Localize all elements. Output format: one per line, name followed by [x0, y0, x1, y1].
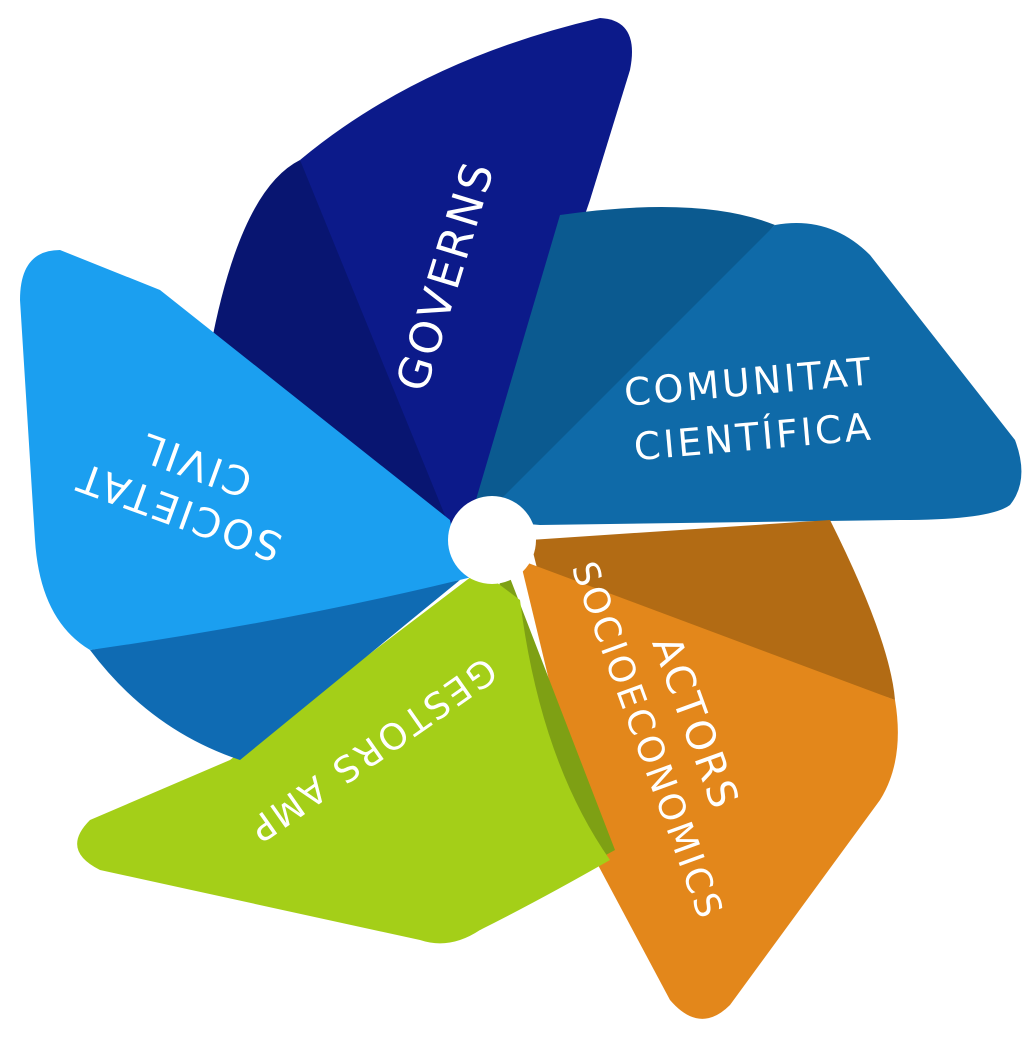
blade-governs-body	[300, 18, 632, 540]
blade-gestors-amp-body	[77, 570, 611, 944]
blade-societat-civil	[20, 250, 480, 760]
blade-comunitat-cientifica-shade	[470, 207, 775, 520]
blade-actors-socioeconomics	[520, 520, 898, 1019]
blade-societat-civil-shade	[90, 580, 460, 760]
blade-gestors-amp	[77, 565, 615, 944]
blade-governs	[210, 18, 632, 540]
blade-comunitat-cientifica-body	[480, 223, 1022, 525]
blade-governs-shade	[210, 160, 470, 540]
blade-societat-civil-body	[20, 250, 480, 650]
blade-actors-socioeconomics-shade	[530, 520, 895, 700]
center-hub	[448, 496, 536, 584]
blade-actors-socioeconomics-body	[520, 560, 898, 1019]
blade-comunitat-cientifica	[470, 207, 1022, 525]
